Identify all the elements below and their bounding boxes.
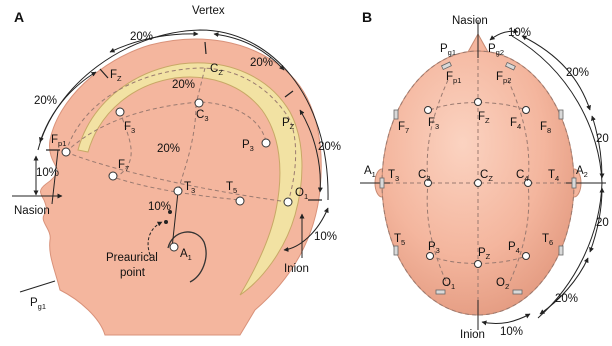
side-electrode-f7	[109, 172, 117, 180]
side-electrode-fz	[116, 108, 124, 116]
side-pct-top-left: 20%	[130, 31, 153, 43]
top-label-inion: Inion	[460, 329, 485, 341]
side-view-panel: A	[12, 5, 341, 335]
top-electrode-p3	[427, 253, 434, 260]
top-label-pg1: Pg1	[440, 43, 456, 57]
top-pct-top: 10%	[508, 27, 531, 39]
top-electrode-p4	[523, 253, 530, 260]
top-pct-right-mid: 20	[596, 133, 609, 145]
side-pct-front-small: 10%	[36, 167, 59, 179]
top-label-nasion: Nasion	[452, 15, 488, 27]
side-pct-inner-mid: 20%	[157, 143, 180, 155]
side-pct-ear: 10%	[148, 201, 171, 213]
side-electrode-t5	[236, 197, 244, 205]
side-pct-left: 20%	[34, 95, 57, 107]
top-pct-right-lower: 20	[596, 217, 609, 229]
top-electrode-pz	[475, 261, 482, 268]
side-electrode-c3	[195, 99, 203, 107]
top-pct-bottom: 10%	[500, 326, 523, 338]
side-label-inion: Inion	[284, 263, 309, 275]
side-pct-top-right: 20%	[250, 57, 273, 69]
side-label-preauricular-1: Preaurical	[106, 252, 158, 264]
top-electrode-f3	[425, 107, 432, 114]
side-electrode-o1	[284, 198, 292, 206]
side-label-preauricular-2: point	[120, 267, 146, 279]
top-electrode-f4	[523, 107, 530, 114]
top-pct-bottom-right: 20%	[555, 293, 578, 305]
side-electrode-fp1	[62, 148, 70, 156]
side-electrode-p3	[262, 139, 270, 147]
side-pct-right: 20%	[318, 141, 341, 153]
top-view-panel: B	[360, 9, 609, 341]
top-label-a1: A1	[364, 165, 376, 179]
top-label-pg2: Pg2	[488, 43, 504, 57]
side-label-pg1: Pg1	[30, 297, 46, 311]
side-pct-inner-top: 20%	[172, 79, 195, 91]
side-pct-back-small: 10%	[314, 231, 337, 243]
panel-a-label: A	[14, 9, 24, 25]
side-label-vertex: Vertex	[192, 5, 225, 17]
top-electrode-fz	[475, 99, 482, 106]
side-electrode-t3	[174, 187, 182, 195]
preauricular-point-dot-2	[164, 220, 168, 224]
panel-b-label: B	[362, 9, 372, 25]
side-label-nasion: Nasion	[14, 205, 50, 217]
side-electrode-a1	[170, 243, 178, 251]
top-label-a2: A2	[576, 165, 588, 179]
top-pct-right-upper: 20%	[566, 67, 589, 79]
